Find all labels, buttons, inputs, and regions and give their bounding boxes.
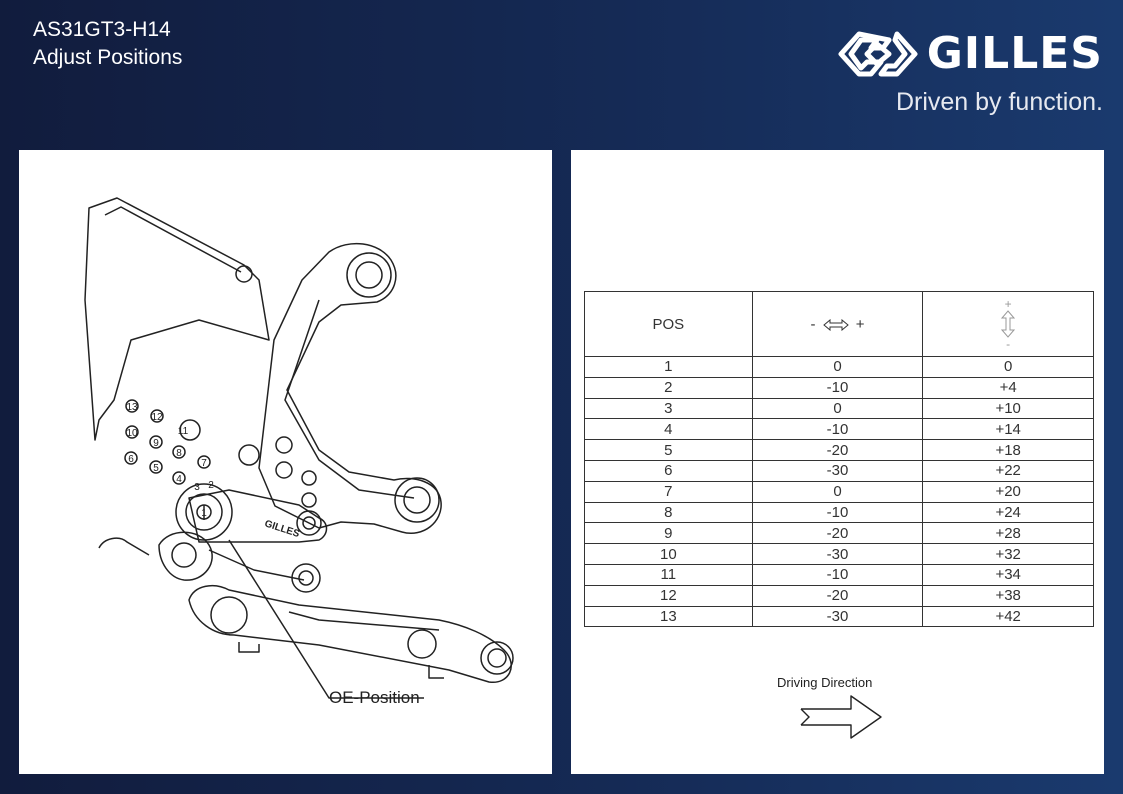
heel-plate-outline [84,197,270,441]
header-text: AS31GT3-H14 Adjust Positions [33,16,182,72]
cell-horizontal: -20 [751,584,924,607]
part-number: AS31GT3-H14 [33,18,171,41]
link-plate [188,489,328,543]
cell-pos: 12 [584,584,753,607]
table-row: 2-10+4 [584,376,1094,399]
shift-lever [188,584,512,683]
brand-block: GILLES Driven by function. [838,24,1103,124]
cell-pos: 1 [584,356,753,378]
brand-logo: GILLES [837,28,1103,80]
hole-number: 11 [178,426,189,437]
lower-mount-bolt [394,477,440,523]
cell-pos: 3 [584,397,753,420]
cell-pos: 7 [584,480,753,503]
cell-vertical: +24 [922,501,1094,524]
page-subtitle: Adjust Positions [33,46,183,69]
cell-vertical: +28 [922,522,1094,545]
cell-vertical: +32 [922,543,1094,565]
table-row: 8-10+24 [584,501,1094,524]
gilles-logo-icon [838,31,918,77]
table-row: 4-10+14 [584,418,1094,441]
table-row: 13-30+42 [584,605,1094,628]
cell-horizontal: 0 [751,480,924,503]
cell-horizontal: -30 [751,605,924,628]
rearset-drawing: GILLES 13 12 11 10 9 8 7 6 5 4 3 2 1 [84,197,514,699]
cell-pos: 5 [584,439,753,461]
drawing-panel: GILLES 13 12 11 10 9 8 7 6 5 4 3 2 1 OE-… [19,150,552,774]
cell-horizontal: -10 [751,563,924,586]
horizontal-plus: + [855,315,865,333]
hole-number: 5 [153,463,159,474]
table-row: 6-30+22 [584,459,1094,482]
vertical-minus: - [1006,337,1011,351]
hole-number: 12 [151,412,163,423]
brand-name: GILLES [926,28,1103,79]
hole-number: 13 [126,402,138,413]
hole-number: 2 [208,480,214,491]
cell-pos: 6 [584,459,753,482]
cell-horizontal: -10 [751,501,924,524]
cell-vertical: 0 [922,356,1094,378]
cell-vertical: +14 [922,418,1094,441]
vertical-double-arrow-icon [1001,310,1016,338]
oe-position-label: OE-Position [329,688,420,707]
hole-number: 10 [126,428,138,439]
cell-vertical: +34 [922,563,1094,586]
cell-pos: 8 [584,501,753,524]
header-pos: POS [584,291,753,357]
table-row: 11-10+34 [584,563,1094,586]
hole-number: 1 [201,508,207,519]
cell-vertical: +20 [922,480,1094,503]
main-bracket-outline [258,242,442,534]
brand-tagline: Driven by function. [895,88,1103,116]
cell-horizontal: 0 [751,356,924,378]
cell-pos: 2 [584,376,753,399]
table-row: 5-20+18 [584,439,1094,461]
cell-horizontal: -30 [751,543,924,565]
table-row: 9-20+28 [584,522,1094,545]
cell-vertical: +42 [922,605,1094,628]
cell-horizontal: -30 [751,459,924,482]
plate-brand-text: GILLES [263,518,301,540]
cell-pos: 13 [584,605,753,628]
vertical-plus: + [1004,297,1012,311]
header-horizontal: - + [751,291,924,357]
cell-vertical: +18 [922,439,1094,461]
cell-horizontal: -20 [751,439,924,461]
cell-vertical: +38 [922,584,1094,607]
header-vertical: + - [922,291,1094,357]
hole-number: 6 [128,454,134,465]
right-arrow-icon [800,695,882,739]
hole-number: 4 [176,474,182,485]
horizontal-double-arrow-icon [822,318,849,331]
cell-pos: 11 [584,563,753,586]
cell-pos: 10 [584,543,753,565]
hole-number: 9 [153,438,159,449]
cell-horizontal: -10 [751,418,924,441]
cell-vertical: +10 [922,397,1094,420]
cell-horizontal: -20 [751,522,924,545]
peg-end-bolt [480,641,514,675]
hole-number: 7 [201,458,207,469]
hole-number: 3 [194,482,200,493]
table-row: 12-20+38 [584,584,1094,607]
table-row: 10-30+32 [584,543,1094,565]
horizontal-minus: - [810,315,816,333]
driving-direction-label: Driving Direction [777,675,873,690]
cell-horizontal: -10 [751,376,924,399]
upper-mount-bolt [346,252,392,298]
cell-vertical: +22 [922,459,1094,482]
table-header-row: POS - + + - [584,291,1094,357]
cell-pos: 9 [584,522,753,545]
cell-vertical: +4 [922,376,1094,399]
cell-pos: 4 [584,418,753,441]
hole-number: 8 [176,448,182,459]
cell-horizontal: 0 [751,397,924,420]
